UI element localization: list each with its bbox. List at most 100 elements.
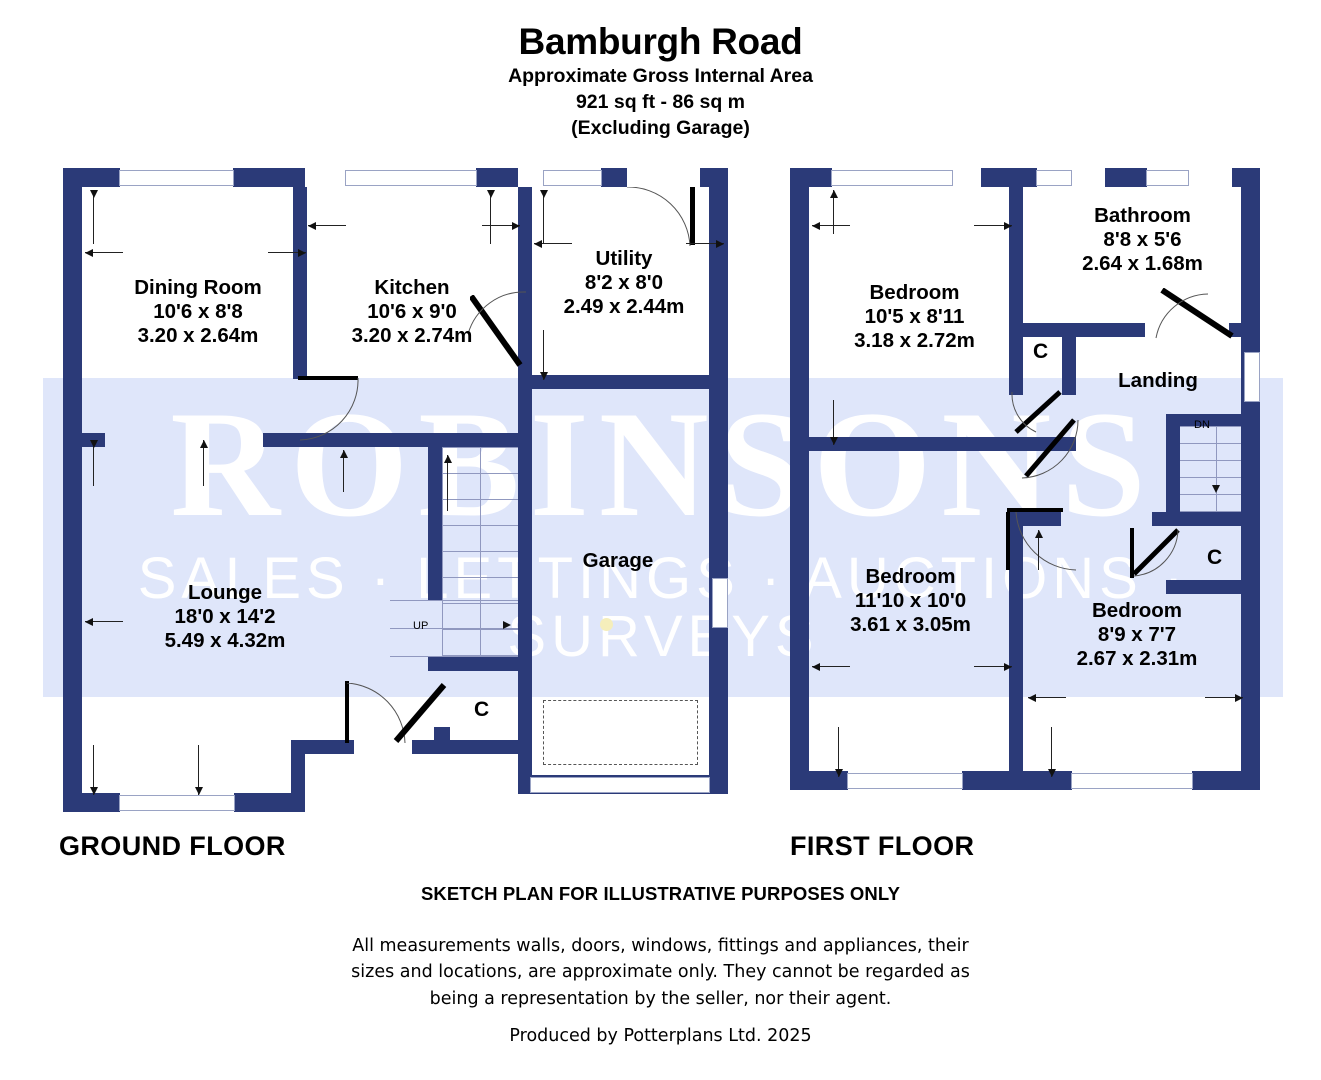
- ff-door-bath-leaf: [1160, 288, 1234, 339]
- area-subtitle-3: (Excluding Garage): [571, 116, 750, 139]
- ff-wall-landing-stairs-left: [1166, 414, 1180, 524]
- disclaimer-line-2: sizes and locations, are approximate onl…: [351, 962, 970, 983]
- gf-wall-top-b: [233, 168, 305, 187]
- room-bedroom-2: Bedroom 11'10 x 10'0 3.61 x 3.05m: [808, 565, 1013, 636]
- gf-wall-stair-side: [428, 447, 442, 586]
- gf-window-garage-side: [712, 578, 728, 628]
- ff-dim-bed3-v1: [1035, 530, 1043, 570]
- ff-dim-bed3-v2: [1048, 727, 1056, 777]
- room-kitchen-name: Kitchen: [374, 276, 450, 299]
- room-bedroom-1: Bedroom 10'5 x 8'11 3.18 x 2.72m: [812, 281, 1017, 352]
- ff-door-cup1-leaf: [1014, 390, 1062, 434]
- gf-door-utility-swing: [467, 291, 527, 335]
- room-bedroom-3-metric: 2.67 x 2.31m: [1076, 646, 1198, 670]
- gf-window-garage-door: [530, 777, 710, 793]
- ff-dim-bed3-h2: [1205, 694, 1243, 702]
- ff-dim-bed1-h1: [812, 222, 850, 230]
- room-bathroom: Bathroom 8'8 x 5'6 2.64 x 1.68m: [1040, 204, 1245, 275]
- first-floor-label: FIRST FLOOR: [790, 831, 975, 861]
- gf-window-utility: [543, 170, 602, 186]
- ff-dim-bed1-v1: [830, 190, 838, 234]
- ff-window-landing: [1244, 352, 1260, 402]
- disclaimer-text: All measurements walls, doors, windows, …: [0, 933, 1321, 1012]
- gf-window-dining: [119, 170, 234, 186]
- room-bedroom-3-imperial: 8'9 x 7'7: [1097, 622, 1177, 646]
- room-bathroom-imperial: 8'8 x 5'6: [1103, 227, 1182, 251]
- room-kitchen-metric: 3.20 x 2.74m: [351, 323, 473, 347]
- ff-wall-bed1-bath: [1009, 187, 1023, 337]
- gf-dim-kitchen-h1: [308, 222, 346, 230]
- ff-door-cup2-swing: [1133, 529, 1179, 577]
- room-bedroom-1-name: Bedroom: [869, 281, 960, 304]
- ff-door-bath-swing: [1155, 293, 1209, 339]
- ff-dim-bed1-h2: [974, 222, 1012, 230]
- room-bedroom-2-metric: 3.61 x 3.05m: [850, 612, 971, 636]
- gf-dim-utility-h2: [686, 240, 724, 248]
- room-landing-name: Landing: [1118, 369, 1198, 392]
- room-lounge-metric: 5.49 x 4.32m: [164, 628, 286, 652]
- ff-wall-bed1-bottom: [809, 437, 1076, 451]
- area-subtitle-2: 921 sq ft - 86 sq m: [575, 90, 746, 113]
- ff-wall-cup2-bottom: [1166, 580, 1260, 594]
- room-garage: Garage: [528, 549, 708, 573]
- gf-wall-dining-hall: [63, 433, 105, 447]
- ff-wall-top-a: [790, 168, 832, 187]
- gf-wall-lounge-step-v: [291, 740, 305, 800]
- ff-wall-bottom-c: [1192, 771, 1260, 790]
- room-utility-name: Utility: [595, 247, 653, 270]
- gf-wall-dining-kitchen: [293, 187, 307, 379]
- ff-wall-bath-bottom: [1023, 323, 1145, 337]
- gf-dim-lounge-v2: [90, 745, 98, 795]
- gf-door-kitchen-swing: [299, 378, 359, 441]
- room-utility: Utility 8'2 x 8'0 2.49 x 2.44m: [528, 247, 720, 318]
- gf-stairs-up-arrow: [503, 621, 511, 629]
- ground-floor-label: GROUND FLOOR: [59, 831, 286, 861]
- ff-wall-cupboard-right: [1062, 337, 1076, 395]
- watermark-dot: [600, 618, 613, 631]
- gf-dim-stair-v: [444, 455, 452, 511]
- ff-wall-cupboard-left: [1009, 337, 1023, 395]
- ff-door-bed1-swing: [1021, 420, 1079, 479]
- gf-wall-hall-top-b: [293, 433, 525, 447]
- ff-door-cup2-jamb: [1130, 528, 1134, 578]
- room-landing: Landing: [1088, 369, 1228, 393]
- ff-stairs-down-arrow: [1212, 485, 1220, 493]
- ff-cupboard-2-label: C: [1207, 546, 1223, 569]
- ff-door-cup1-swing: [1011, 392, 1037, 433]
- gf-wall-hall-garage: [518, 389, 532, 790]
- gf-door-lounge-leaf: [345, 681, 349, 743]
- gf-dim-utility-h1: [534, 240, 572, 248]
- room-bedroom-1-metric: 3.18 x 2.72m: [854, 328, 975, 352]
- room-dining-room: Dining Room 10'6 x 8'8 3.20 x 2.64m: [93, 276, 303, 347]
- gf-dim-dining-v1: [90, 190, 98, 244]
- gf-wall-utility-bottom: [518, 375, 724, 389]
- room-kitchen: Kitchen 10'6 x 9'0 3.20 x 2.74m: [310, 276, 514, 347]
- room-dining-room-metric: 3.20 x 2.64m: [137, 323, 259, 347]
- room-bathroom-metric: 2.64 x 1.68m: [1082, 251, 1203, 275]
- gf-dim-hall-v: [200, 440, 208, 486]
- plan-header: Bamburgh Road Approximate Gross Internal…: [0, 0, 1321, 141]
- watermark-brand: ROBINSONS: [170, 380, 1156, 548]
- gf-wall-stair-bottom: [428, 657, 525, 671]
- gf-door-utility-leaf: [470, 295, 523, 367]
- ff-wall-bed2-bed3: [1009, 512, 1023, 790]
- disclaimer-line-1: All measurements walls, doors, windows, …: [352, 936, 969, 956]
- room-garage-name: Garage: [582, 549, 654, 572]
- ff-wall-stairs-bottom: [1166, 512, 1260, 526]
- ff-window-bedroom2: [847, 773, 963, 789]
- room-dining-room-imperial: 10'6 x 8'8: [153, 299, 243, 323]
- gf-wall-top-c: [476, 168, 518, 187]
- gf-wall-left: [63, 168, 82, 812]
- ff-door-bed2-leaf: [1006, 512, 1010, 570]
- gf-dim-kitchen-h2: [482, 222, 520, 230]
- gf-door-front-leaf: [690, 187, 695, 245]
- gf-cupboard-label: C: [474, 698, 490, 721]
- room-bedroom-2-imperial: 11'10 x 10'0: [854, 588, 967, 612]
- room-bedroom-3: Bedroom 8'9 x 7'7 2.67 x 2.31m: [1030, 599, 1244, 670]
- gf-stairs-up-label: UP: [413, 620, 429, 632]
- ff-wall-cup2-left: [1152, 512, 1166, 526]
- disclaimer-line-3: being a representation by the seller, no…: [429, 988, 892, 1009]
- ff-wall-top-b: [981, 168, 1037, 187]
- room-lounge-imperial: 18'0 x 14'2: [174, 604, 276, 628]
- room-utility-metric: 2.49 x 2.44m: [563, 294, 685, 318]
